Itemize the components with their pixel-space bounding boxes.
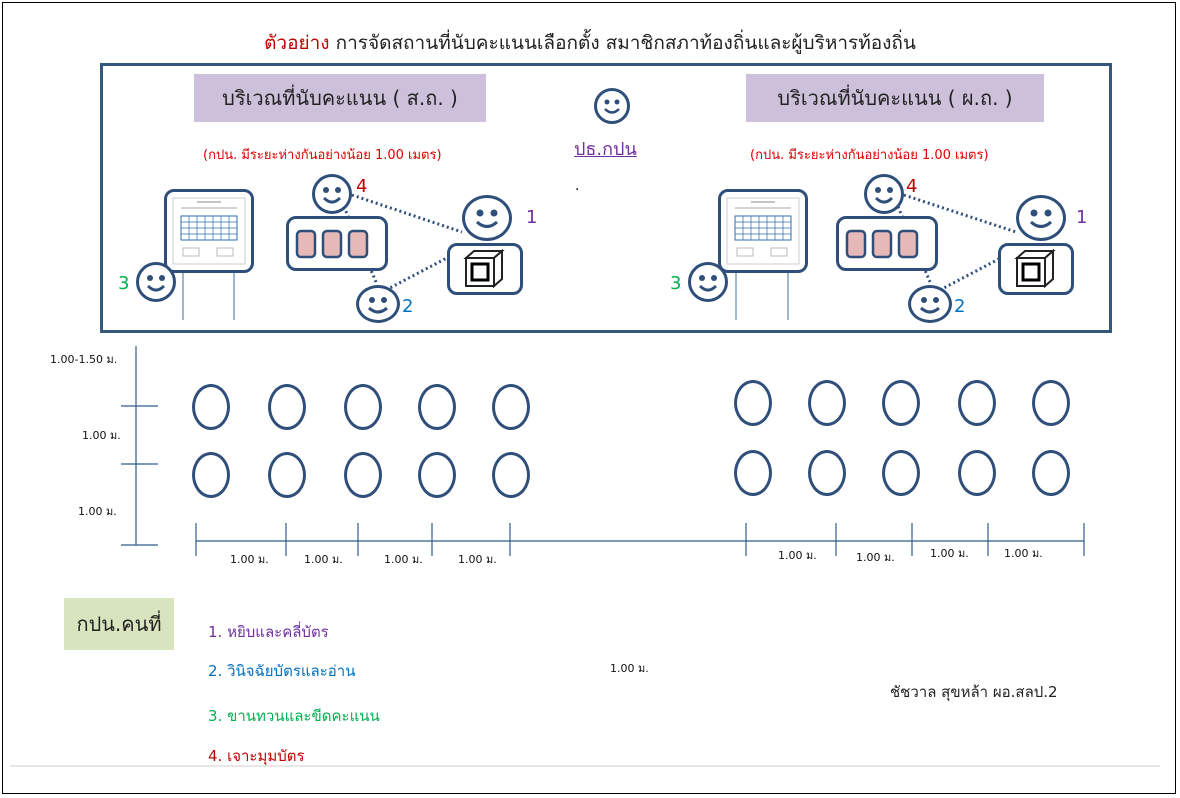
observer-seat xyxy=(268,384,306,430)
station-number-4-right: 4 xyxy=(906,176,918,197)
dim-label-horizontal-right-1: 1.00 ม. xyxy=(778,549,817,562)
dim-label-horizontal-left-2: 1.00 ม. xyxy=(304,553,343,566)
observer-seat xyxy=(344,452,382,498)
dim-label-vertical-3: 1.00 ม. xyxy=(78,505,117,518)
smiley-face-icon xyxy=(462,195,512,241)
observer-seat xyxy=(268,452,306,498)
dim-label-horizontal-left-4: 1.00 ม. xyxy=(458,553,497,566)
chairman-dot: . xyxy=(575,178,580,194)
dim-label-stray: 1.00 ม. xyxy=(610,662,649,675)
station-number-2-left: 2 xyxy=(402,296,414,317)
station-number-4-left: 4 xyxy=(356,176,368,197)
observer-seat xyxy=(734,450,772,496)
dim-label-vertical-1: 1.00-1.50 ม. xyxy=(50,353,118,366)
station-number-1-right: 1 xyxy=(1076,207,1088,228)
station-number-2-right: 2 xyxy=(954,296,966,317)
dim-label-horizontal-left-3: 1.00 ม. xyxy=(384,553,423,566)
title-prefix: ตัวอย่าง xyxy=(264,32,330,54)
smiley-face-icon xyxy=(136,262,176,302)
smiley-face-icon xyxy=(688,262,728,302)
page-title: ตัวอย่าง การจัดสถานที่นับคะแนนเลือกตั้ง … xyxy=(0,28,1180,58)
distance-note-left: (กปน. มีระยะห่างกันอย่างน้อย 1.00 เมตร) xyxy=(203,148,442,163)
dim-label-horizontal-right-3: 1.00 ม. xyxy=(930,547,969,560)
legend-item-2: 2. วินิจฉัยบัตรและอ่าน xyxy=(208,662,356,680)
station-number-3-right: 3 xyxy=(670,273,682,294)
ballot-tray-left xyxy=(286,216,388,271)
title-text: การจัดสถานที่นับคะแนนเลือกตั้ง สมาชิกสภา… xyxy=(335,32,916,54)
legend-item-1: 1. หยิบและคลี่บัตร xyxy=(208,623,329,641)
ballot-box-right xyxy=(998,243,1074,295)
smiley-face-icon xyxy=(356,285,400,323)
observer-seat xyxy=(418,452,456,498)
observer-seat xyxy=(492,384,530,430)
observer-seat xyxy=(958,380,996,426)
dim-label-horizontal-left-1: 1.00 ม. xyxy=(230,553,269,566)
observer-seat xyxy=(1032,380,1070,426)
counting-hall xyxy=(100,63,1112,333)
chairman-label: ปธ.กปน xyxy=(574,139,637,160)
observer-seat xyxy=(882,450,920,496)
signature-text: ชัชวาล สุขหล้า ผอ.สลป.2 xyxy=(890,683,1058,701)
dim-label-horizontal-right-4: 1.00 ม. xyxy=(1004,547,1043,560)
observer-seat xyxy=(344,384,382,430)
smiley-face-icon xyxy=(594,88,630,124)
legend-heading: กปน.คนที่ xyxy=(64,598,174,650)
observer-seat xyxy=(958,450,996,496)
dim-label-vertical-2: 1.00 ม. xyxy=(82,429,121,442)
observer-seat xyxy=(808,380,846,426)
ballot-box-left xyxy=(447,243,523,295)
area-label-local-council: บริเวณที่นับคะแนน ( ส.ถ. ) xyxy=(194,74,486,122)
ballot-tray-right xyxy=(836,216,938,271)
smiley-face-icon xyxy=(1016,195,1066,241)
distance-note-right: (กปน. มีระยะห่างกันอย่างน้อย 1.00 เมตร) xyxy=(750,148,989,163)
smiley-face-icon xyxy=(908,285,952,323)
observer-seat xyxy=(192,452,230,498)
legend-item-3: 3. ขานทวนและขีดคะแนน xyxy=(208,707,380,725)
legend-item-4: 4. เจาะมุมบัตร xyxy=(208,747,305,765)
observer-seat xyxy=(882,380,920,426)
smiley-face-icon xyxy=(864,174,904,214)
dim-label-horizontal-right-2: 1.00 ม. xyxy=(856,551,895,564)
observer-seat xyxy=(1032,450,1070,496)
station-number-3-left: 3 xyxy=(118,273,130,294)
smiley-face-icon xyxy=(312,174,352,214)
observer-seat xyxy=(192,384,230,430)
area-label-local-executive: บริเวณที่นับคะแนน ( ผ.ถ. ) xyxy=(746,74,1044,122)
observer-seat xyxy=(808,450,846,496)
observer-seat xyxy=(492,452,530,498)
tally-board-right xyxy=(718,189,808,273)
tally-board-left xyxy=(164,189,254,273)
station-number-1-left: 1 xyxy=(526,207,538,228)
observer-seat xyxy=(734,380,772,426)
observer-seat xyxy=(418,384,456,430)
